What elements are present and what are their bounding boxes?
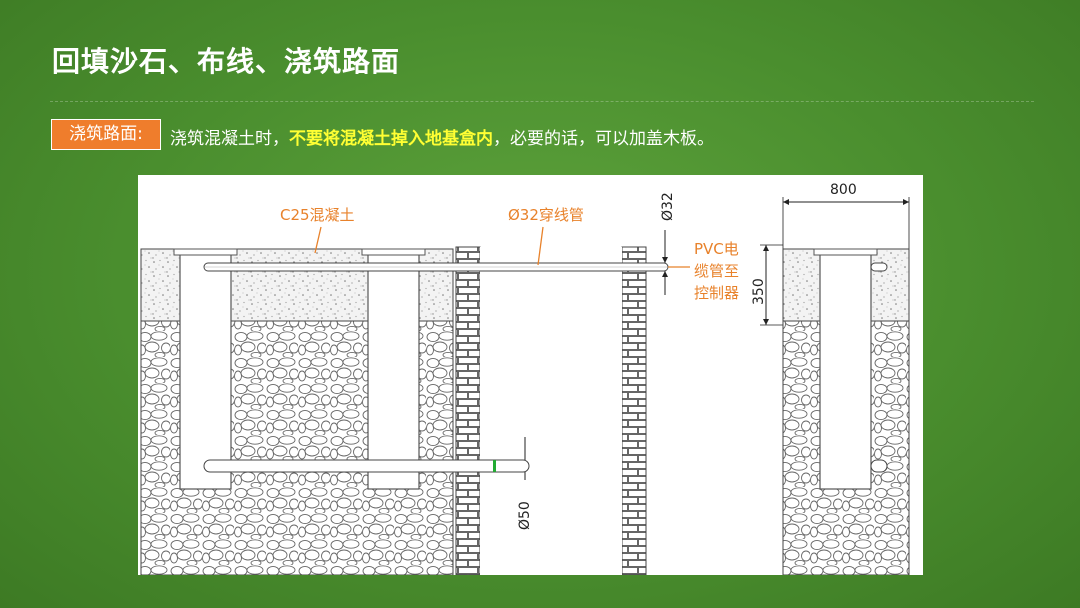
conduit-50 <box>203 459 530 473</box>
title-divider <box>50 101 1034 102</box>
foundation-box-2 <box>367 251 420 490</box>
brick-wall-right <box>621 246 647 575</box>
foundation-box-1 <box>179 251 232 490</box>
section-tag: 浇筑路面: <box>51 119 161 150</box>
instruction-text-end: ，必要的话，可以加盖木板。 <box>493 129 714 149</box>
label-pvc-line1: PVC电 <box>694 240 739 258</box>
dim-diameter-32: Ø32 <box>660 192 676 221</box>
dim-depth-350: 350 <box>751 278 767 305</box>
label-c25-concrete: C25混凝土 <box>280 206 355 224</box>
slide-title: 回填沙石、布线、浇筑路面 <box>52 45 401 78</box>
instruction-text: 浇筑混凝土时，不要将混凝土掉入地基盒内，必要的话，可以加盖木板。 <box>170 124 714 149</box>
instruction-highlight: 不要将混凝土掉入地基盒内 <box>289 129 493 149</box>
dim-diameter-50: Ø50 <box>517 501 533 530</box>
label-conduit-32: Ø32穿线管 <box>508 206 584 224</box>
label-pvc-line2: 缆管至 <box>694 262 739 280</box>
label-pvc-line3: 控制器 <box>694 284 739 302</box>
brick-wall-left <box>455 246 481 575</box>
instruction-text-start: 浇筑混凝土时， <box>170 129 289 149</box>
foundation-box-3 <box>819 251 872 490</box>
dim-width-800: 800 <box>830 182 857 198</box>
foundation-diagram: C25混凝土 Ø32穿线管 Ø32 PVC电 缆管至 控制器 Ø50 800 3… <box>138 175 923 575</box>
